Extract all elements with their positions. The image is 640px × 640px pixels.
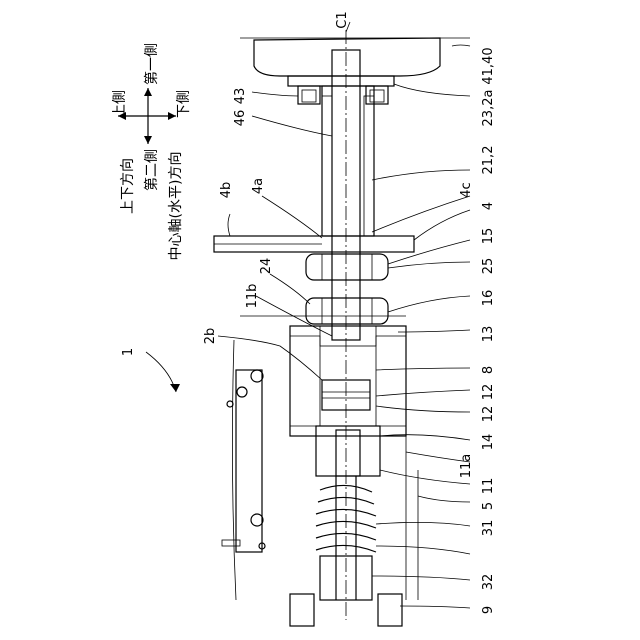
- label-25: 25: [481, 258, 496, 275]
- label-1: 1: [121, 348, 136, 356]
- legend-upper-side: 上側: [112, 90, 128, 118]
- right-labels: C1 41,40 23,2a 21,2 4c 4 15 25 16 13 8 1…: [335, 11, 496, 614]
- vertical-arrow-head-right: [168, 112, 176, 120]
- legend-vertical-direction: 上下方向: [120, 158, 136, 214]
- label-46: 46: [233, 110, 248, 127]
- label-21-2: 21,2: [481, 146, 496, 175]
- housing-11: [290, 326, 406, 476]
- label-c1: C1: [335, 11, 350, 28]
- label-1-arrow-head: [170, 384, 180, 392]
- horizontal-plate-4: [214, 236, 414, 252]
- top-block: [240, 38, 470, 76]
- horizontal-arrow-head-top: [144, 88, 152, 96]
- label-14: 14: [481, 434, 496, 451]
- leader-lines: [146, 22, 470, 608]
- label-8: 8: [481, 366, 496, 374]
- label-13: 13: [481, 326, 496, 343]
- label-4b: 4b: [219, 182, 234, 199]
- label-23-2a: 23,2a: [481, 90, 496, 127]
- label-4a: 4a: [251, 178, 266, 194]
- label-9: 9: [481, 606, 496, 614]
- horizontal-arrow-head-bottom: [144, 136, 152, 144]
- legend-first-side: 第一側: [143, 43, 160, 85]
- label-12-b: 12: [481, 406, 496, 423]
- label-11: 11: [481, 478, 496, 495]
- legend-second-side: 第二側: [143, 149, 160, 191]
- outer-frame: [232, 316, 418, 600]
- label-4c: 4c: [459, 182, 474, 197]
- legend-lower-side: 下側: [176, 90, 192, 118]
- label-11b: 11b: [245, 284, 260, 309]
- legend-horizontal-direction: 中心軸(水平)方向: [168, 152, 184, 261]
- direction-legend: 上側 下側 第一側 第二側 上下方向 中心軸(水平)方向: [112, 43, 192, 260]
- label-24: 24: [259, 258, 274, 275]
- label-15: 15: [481, 228, 496, 245]
- label-2b: 2b: [203, 328, 218, 345]
- label-11a: 11a: [459, 454, 474, 479]
- label-5: 5: [481, 502, 496, 510]
- nuts: [306, 254, 388, 324]
- label-31: 31: [481, 520, 496, 537]
- label-32: 32: [481, 574, 496, 591]
- label-41-40: 41,40: [481, 47, 496, 84]
- mounting-plate: [288, 76, 394, 104]
- label-12-a: 12: [481, 384, 496, 401]
- label-16: 16: [481, 290, 496, 307]
- label-4: 4: [481, 202, 496, 210]
- left-linkage: [222, 370, 265, 552]
- label-43: 43: [233, 88, 248, 105]
